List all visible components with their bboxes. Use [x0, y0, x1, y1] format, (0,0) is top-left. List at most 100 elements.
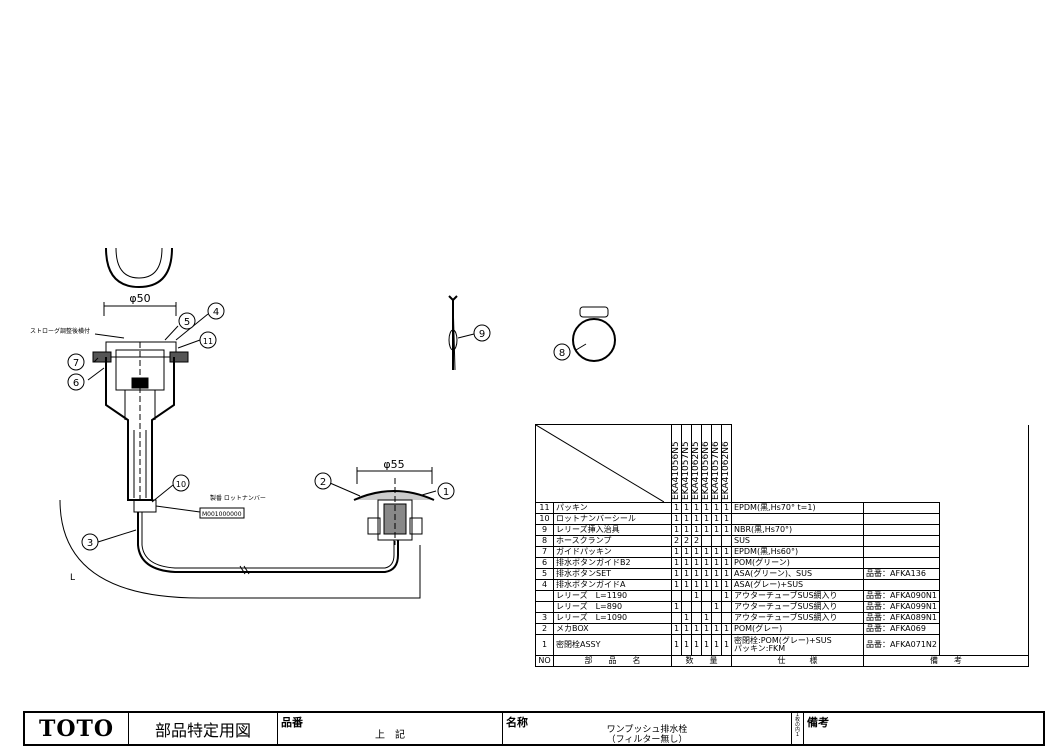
row-spec: EPDM(黒,Hs70° t=1): [731, 502, 864, 514]
row-no: 4: [535, 579, 554, 591]
row-no: 1: [535, 634, 554, 656]
row-qty: 1: [691, 579, 702, 591]
row-remark: [863, 546, 940, 558]
row-remark: [863, 524, 940, 536]
sheet-note: 1 枚 の 内 1: [792, 713, 804, 744]
row-part-name: パッキン: [553, 502, 672, 514]
balloon-label-10: 10: [176, 480, 186, 489]
balloon-3: [81, 533, 99, 551]
row-remark: [863, 502, 940, 514]
row-spec: [731, 513, 864, 525]
balloon-label-3: 3: [87, 538, 93, 549]
row-qty: [701, 601, 712, 613]
row-qty: 1: [681, 623, 692, 635]
row-qty: 1: [721, 623, 732, 635]
row-qty: [701, 535, 712, 547]
row-qty: 1: [701, 546, 712, 558]
row-qty: 1: [721, 546, 732, 558]
model-header: EKA41056N6: [701, 424, 712, 503]
model-header: EKA41062N6: [721, 424, 732, 503]
row-no: 8: [535, 535, 554, 547]
row-qty: 1: [711, 568, 722, 580]
row-qty: 1: [691, 557, 702, 569]
row-qty: 2: [681, 535, 692, 547]
row-qty: 1: [701, 513, 712, 525]
balloon-7: [67, 353, 85, 371]
row-qty: 1: [681, 568, 692, 580]
row-part-name: ホースクランプ: [553, 535, 672, 547]
balloon-label-7: 7: [73, 358, 79, 369]
row-no: [535, 590, 554, 602]
row-remark: [863, 513, 940, 525]
row-qty: 1: [701, 557, 712, 569]
row-qty: 1: [721, 513, 732, 525]
header-name: 部 品 名: [553, 655, 672, 667]
title-block: TOTO 部品特定用図 品番 上 記 名称 ワンプッシュ排水栓 （フィルター無し…: [23, 711, 1045, 746]
row-spec: ASA(グレー)+SUS: [731, 579, 864, 591]
row-qty: 1: [691, 634, 702, 656]
balloon-label-11: 11: [203, 337, 213, 346]
balloon-label-1: 1: [443, 487, 449, 498]
dim-L: L: [70, 573, 75, 583]
model-header: EKA41062N5: [691, 424, 702, 503]
row-spec: NBR(黒,Hs70°): [731, 524, 864, 536]
row-qty: 1: [671, 513, 682, 525]
dim-phi50: φ50: [129, 292, 150, 305]
part-no-value: 上 記: [375, 730, 405, 741]
row-qty: [721, 601, 732, 613]
row-qty: 1: [671, 557, 682, 569]
row-qty: 1: [721, 634, 732, 656]
row-part-name: レリーズ L=1190: [553, 590, 672, 602]
row-part-name: レリーズ挿入治具: [553, 524, 672, 536]
row-no: 5: [535, 568, 554, 580]
row-qty: 1: [691, 524, 702, 536]
balloon-label-2: 2: [320, 477, 326, 488]
row-qty: 1: [711, 634, 722, 656]
row-qty: 1: [711, 623, 722, 635]
row-part-name: 排水ボタンガイドA: [553, 579, 672, 591]
row-part-name: 密閉栓ASSY: [553, 634, 672, 656]
row-spec: SUS: [731, 535, 864, 547]
row-no: 11: [535, 502, 554, 514]
row-qty: 1: [721, 579, 732, 591]
name-label: 名称: [506, 716, 528, 729]
row-spec: アウターチューブSUS網入り: [731, 612, 864, 624]
row-part-name: レリーズ L=890: [553, 601, 672, 613]
row-qty: [691, 601, 702, 613]
row-remark: [863, 557, 940, 569]
row-qty: 1: [711, 579, 722, 591]
row-part-name: レリーズ L=1090: [553, 612, 672, 624]
row-spec: 密閉栓:POM(グレー)+SUS パッキン:FKM: [731, 634, 864, 656]
row-qty: 1: [701, 612, 712, 624]
part-no-cell: 品番 上 記: [278, 713, 503, 744]
row-spec: EPDM(黒,Hs60°): [731, 546, 864, 558]
parts-table: EKA41056N5 EKA41057N5 EKA41062N5 EKA4105…: [535, 424, 1029, 667]
row-qty: 2: [691, 535, 702, 547]
part-no-label: 品番: [281, 716, 303, 729]
bowl-outline: [105, 247, 173, 289]
balloon-1: [437, 482, 455, 500]
row-no: 3: [535, 612, 554, 624]
row-part-name: ガイドパッキン: [553, 546, 672, 558]
row-qty: 1: [671, 546, 682, 558]
row-spec: アウターチューブSUS網入り: [731, 590, 864, 602]
balloon-label-5: 5: [184, 317, 190, 328]
row-no: 6: [535, 557, 554, 569]
row-qty: 1: [681, 524, 692, 536]
row-qty: 1: [671, 524, 682, 536]
row-qty: 1: [691, 546, 702, 558]
row-spec: POM(グリーン): [731, 557, 864, 569]
row-qty: [671, 612, 682, 624]
remarks-label: 備考: [807, 716, 829, 729]
row-no: [535, 601, 554, 613]
row-qty: 1: [711, 557, 722, 569]
row-remark: [863, 535, 940, 547]
